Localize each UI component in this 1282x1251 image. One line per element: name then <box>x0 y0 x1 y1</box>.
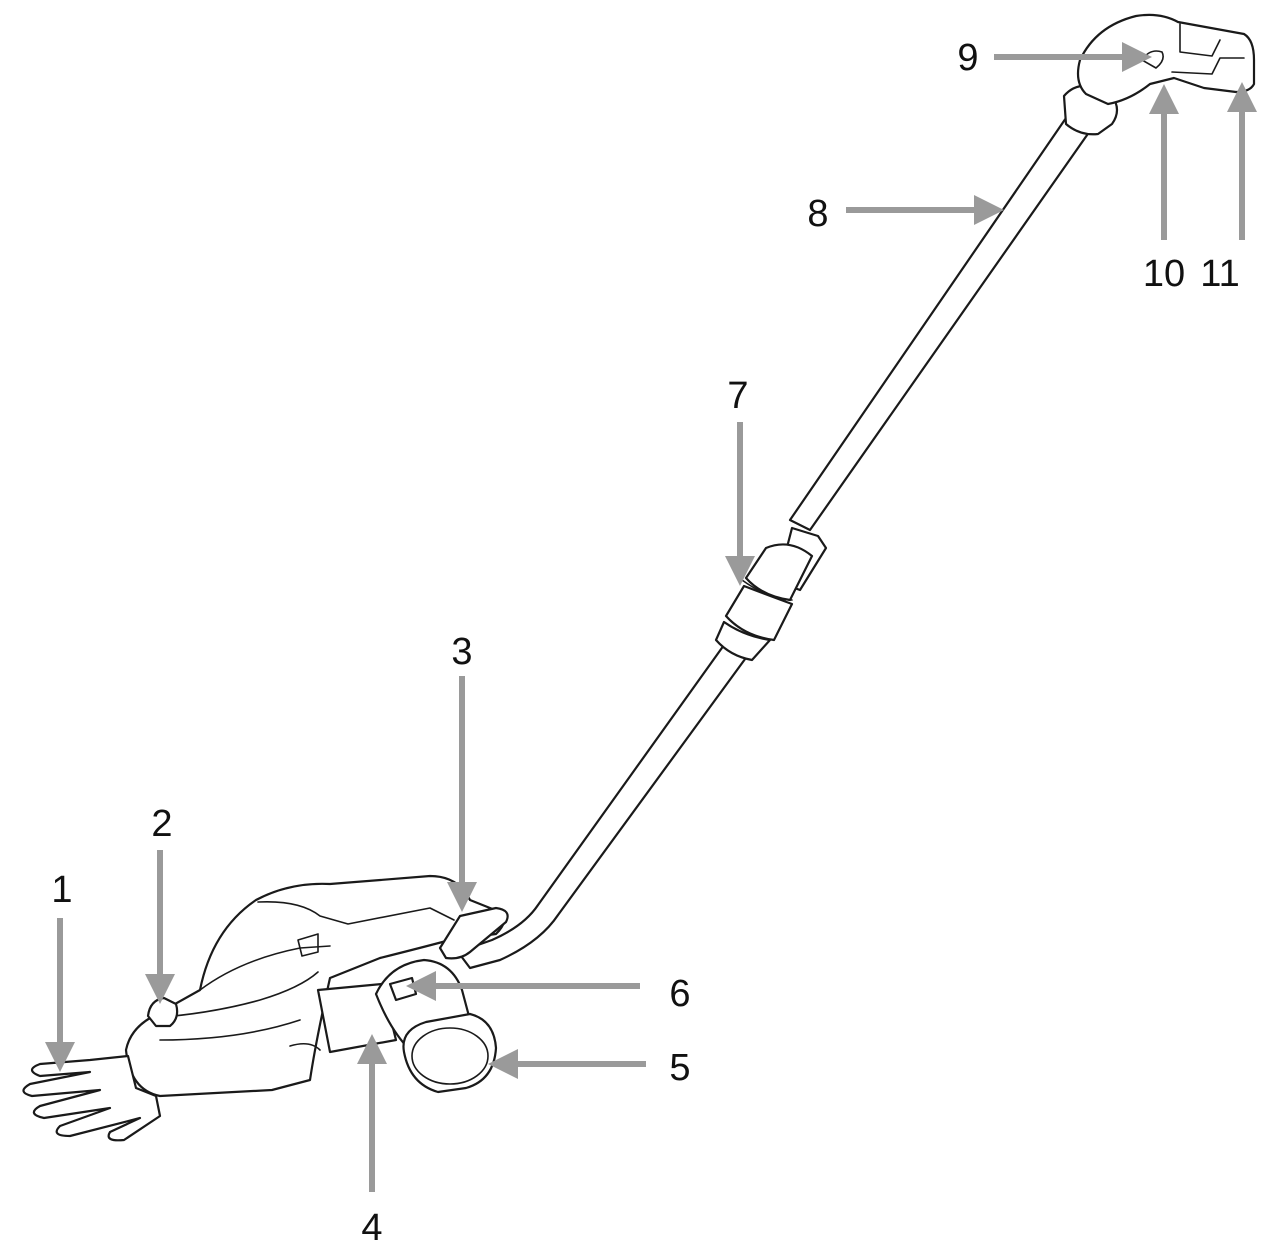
callout-label-7: 7 <box>727 375 748 417</box>
callout-label-5: 5 <box>669 1047 690 1089</box>
callout-label-6: 6 <box>669 973 690 1015</box>
top-handle <box>1062 13 1256 136</box>
callout-labels: 1 2 3 4 5 6 7 8 9 10 11 <box>51 37 1239 1249</box>
callout-label-2: 2 <box>151 803 172 845</box>
callout-label-4: 4 <box>361 1207 382 1249</box>
callout-label-11: 11 <box>1200 253 1239 295</box>
callout-label-8: 8 <box>807 193 828 235</box>
blade <box>22 1054 162 1142</box>
callout-label-3: 3 <box>451 631 472 673</box>
callout-label-10: 10 <box>1143 253 1185 295</box>
callout-arrows <box>45 42 1257 1192</box>
callout-label-1: 1 <box>51 869 72 911</box>
pole-coupling <box>714 526 828 662</box>
callout-label-9: 9 <box>957 37 978 79</box>
telescopic-pole <box>456 116 1094 970</box>
